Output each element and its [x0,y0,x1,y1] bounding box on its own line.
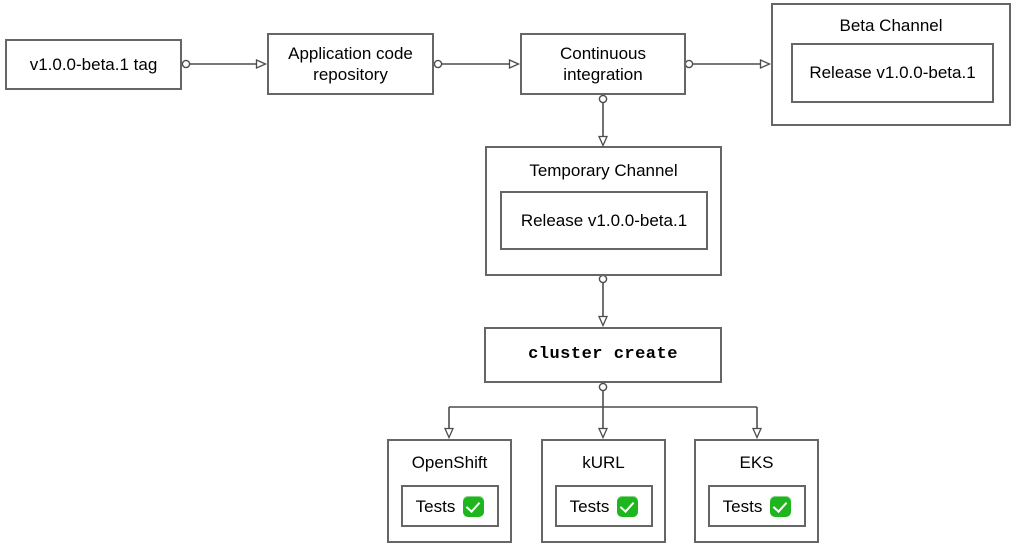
node-kurl[interactable]: kURL Tests [541,439,666,543]
node-beta-channel-release[interactable]: Release v1.0.0-beta.1 [791,43,994,103]
node-beta-channel-release-label: Release v1.0.0-beta.1 [809,63,976,83]
edge-ci-to-temporary-channel [597,94,609,148]
node-eks-tests-label: Tests [722,496,763,516]
node-openshift-tests-label: Tests [415,496,456,516]
edge-cluster-create-branch [443,382,763,440]
edge-ci-to-beta-channel [684,58,772,70]
node-openshift-tests[interactable]: Tests [401,485,499,527]
node-temporary-channel[interactable]: Temporary Channel Release v1.0.0-beta.1 [485,146,722,276]
node-beta-channel-title: Beta Channel [839,16,943,35]
node-kurl-tests[interactable]: Tests [555,485,653,527]
node-eks[interactable]: EKS Tests [694,439,819,543]
edge-repo-to-ci [433,58,521,70]
node-openshift[interactable]: OpenShift Tests [387,439,512,543]
node-temporary-channel-release[interactable]: Release v1.0.0-beta.1 [500,191,708,250]
node-version-tag[interactable]: v1.0.0-beta.1 tag [5,39,182,90]
edge-temporary-channel-to-cluster-create [597,274,609,328]
green-check-icon [770,495,792,517]
node-cluster-create-label: cluster create [528,345,678,365]
node-version-tag-label: v1.0.0-beta.1 tag [29,54,158,74]
edge-tag-to-repo [181,58,268,70]
green-check-icon [617,495,639,517]
node-temporary-channel-title: Temporary Channel [529,161,678,180]
node-application-code-repository-label: Application code repository [288,43,413,84]
green-check-icon [463,495,485,517]
node-temporary-channel-release-label: Release v1.0.0-beta.1 [520,210,688,230]
node-kurl-title: kURL [582,453,625,472]
node-openshift-title: OpenShift [411,453,488,472]
node-kurl-tests-label: Tests [569,496,610,516]
node-beta-channel[interactable]: Beta Channel Release v1.0.0-beta.1 [771,3,1011,126]
node-continuous-integration-label: Continuous integration [559,43,646,84]
node-eks-tests[interactable]: Tests [708,485,806,527]
node-continuous-integration[interactable]: Continuous integration [520,33,686,95]
node-application-code-repository[interactable]: Application code repository [267,33,434,95]
node-eks-title: EKS [739,453,774,472]
node-cluster-create[interactable]: cluster create [484,327,722,383]
